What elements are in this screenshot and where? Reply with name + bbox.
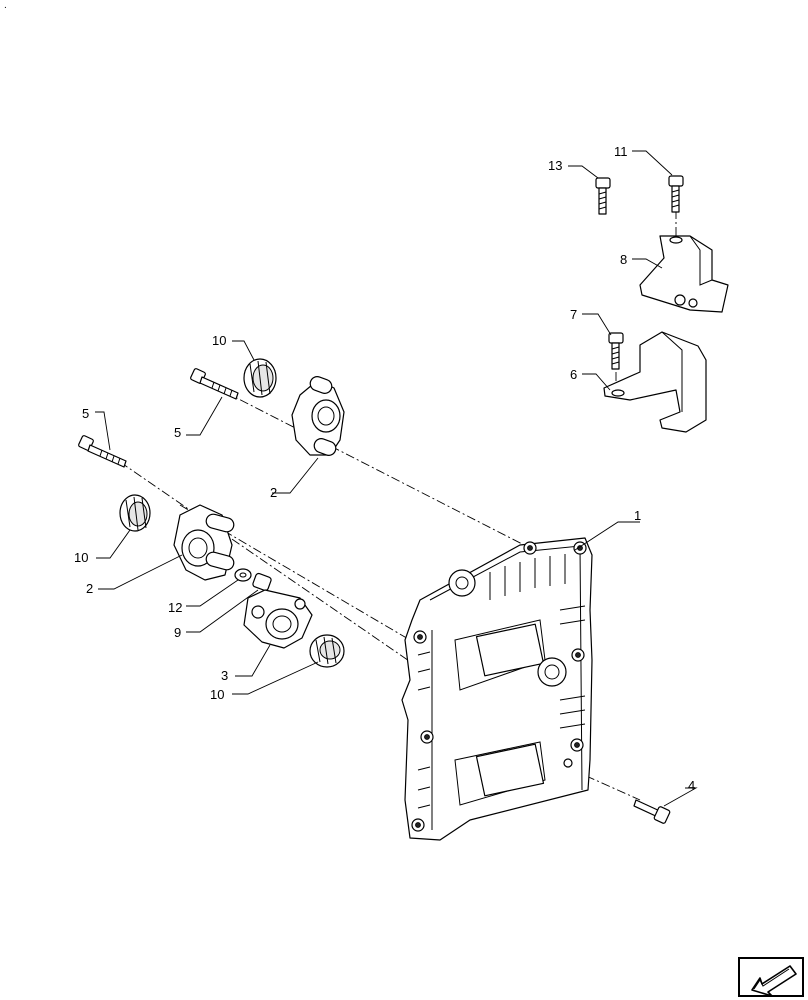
callout-13: 13 xyxy=(548,158,599,179)
bolt-7 xyxy=(608,332,624,370)
svg-text:12: 12 xyxy=(168,600,182,615)
svg-text:2: 2 xyxy=(270,485,277,500)
callout-10-upper: 10 xyxy=(212,333,255,361)
spacer-9 xyxy=(252,572,272,592)
nut-12 xyxy=(234,568,252,582)
svg-text:7: 7 xyxy=(570,307,577,322)
svg-text:5: 5 xyxy=(82,406,89,421)
svg-text:8: 8 xyxy=(620,252,627,267)
svg-text:4: 4 xyxy=(688,778,695,793)
svg-text:1: 1 xyxy=(634,508,641,523)
corner-mark: . xyxy=(4,0,7,11)
bolt-4 xyxy=(633,799,671,824)
bolt-11 xyxy=(668,175,684,213)
bolt-5-lower xyxy=(78,435,127,468)
callout-4: 4 xyxy=(663,778,698,807)
svg-text:2: 2 xyxy=(86,581,93,596)
svg-text:3: 3 xyxy=(221,668,228,683)
svg-text:9: 9 xyxy=(174,625,181,640)
arrow-down-left-icon[interactable] xyxy=(738,957,804,997)
callout-10-lower: 10 xyxy=(210,661,319,702)
ecu-housing xyxy=(401,537,593,841)
bolt-5-upper xyxy=(190,368,239,400)
svg-text:10: 10 xyxy=(212,333,226,348)
bracket-8 xyxy=(639,235,729,313)
callouts: 1 2 2 3 4 5 5 6 xyxy=(74,144,698,807)
svg-text:5: 5 xyxy=(174,425,181,440)
callout-6: 6 xyxy=(570,367,611,391)
svg-text:11: 11 xyxy=(614,144,628,159)
svg-text:10: 10 xyxy=(210,687,224,702)
callout-5-lower: 5 xyxy=(82,406,111,451)
callout-5-upper: 5 xyxy=(174,396,223,440)
damper-2-lower xyxy=(173,504,235,581)
damper-2-upper xyxy=(291,376,345,456)
callout-7: 7 xyxy=(570,307,612,336)
assembly-lines xyxy=(119,210,677,801)
callout-2-upper: 2 xyxy=(270,457,319,500)
callout-10-left: 10 xyxy=(74,529,131,565)
bracket-6 xyxy=(603,331,707,433)
callout-3: 3 xyxy=(221,644,271,683)
grommet-10-left xyxy=(119,494,151,532)
callout-11: 11 xyxy=(614,144,673,176)
callout-1: 1 xyxy=(574,508,641,551)
damper-3 xyxy=(243,589,313,649)
callout-2-lower: 2 xyxy=(86,554,183,596)
svg-text:10: 10 xyxy=(74,550,88,565)
svg-text:6: 6 xyxy=(570,367,577,382)
bolt-13 xyxy=(595,177,611,215)
callout-9: 9 xyxy=(174,589,259,640)
callout-8: 8 xyxy=(620,252,663,269)
callout-12: 12 xyxy=(168,579,239,615)
grommet-10-upper xyxy=(243,358,277,398)
svg-text:13: 13 xyxy=(548,158,562,173)
grommet-10-lower xyxy=(309,634,345,668)
